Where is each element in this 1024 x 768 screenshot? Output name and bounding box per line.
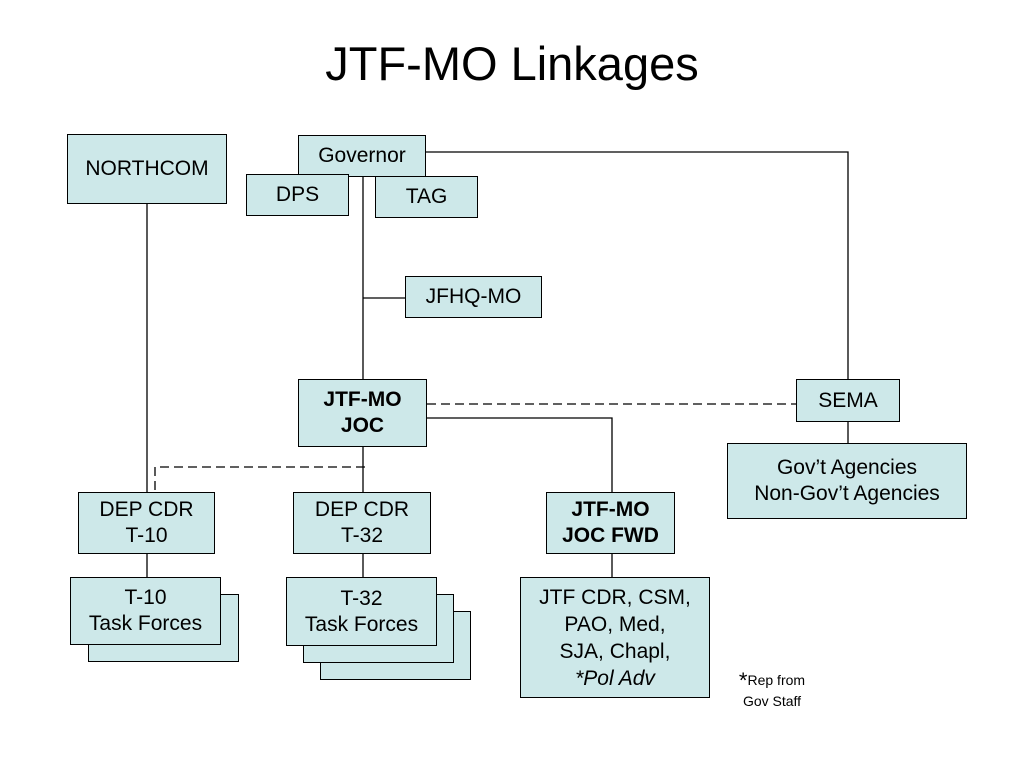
footnote: *Rep from Gov Staff bbox=[738, 668, 806, 710]
line-governor-sema bbox=[426, 151, 849, 380]
t32-task-forces-box: T-32 Task Forces bbox=[286, 577, 437, 646]
line-joc-fwd bbox=[427, 417, 613, 492]
dps-box: DPS bbox=[246, 174, 349, 216]
jtf-staff-box: JTF CDR, CSM, PAO, Med, SJA, Chapl, *Pol… bbox=[520, 577, 710, 698]
t10-task-forces-box: T-10 Task Forces bbox=[70, 577, 221, 645]
northcom-box: NORTHCOM bbox=[67, 134, 227, 204]
page-title: JTF-MO Linkages bbox=[325, 37, 699, 90]
dep-cdr-t10-box: DEP CDR T-10 bbox=[78, 492, 215, 554]
tag-box: TAG bbox=[375, 176, 478, 218]
agencies-box: Gov’t Agencies Non-Gov’t Agencies bbox=[727, 443, 967, 519]
jfhq-mo-box: JFHQ-MO bbox=[405, 276, 542, 318]
sema-box: SEMA bbox=[796, 379, 900, 422]
dashed-joc-dep-t10 bbox=[154, 466, 365, 492]
dep-cdr-t32-box: DEP CDR T-32 bbox=[293, 492, 431, 554]
jtf-mo-joc-fwd-box: JTF-MO JOC FWD bbox=[546, 492, 675, 554]
governor-box: Governor bbox=[298, 135, 426, 177]
jtf-mo-joc-box: JTF-MO JOC bbox=[298, 379, 427, 447]
